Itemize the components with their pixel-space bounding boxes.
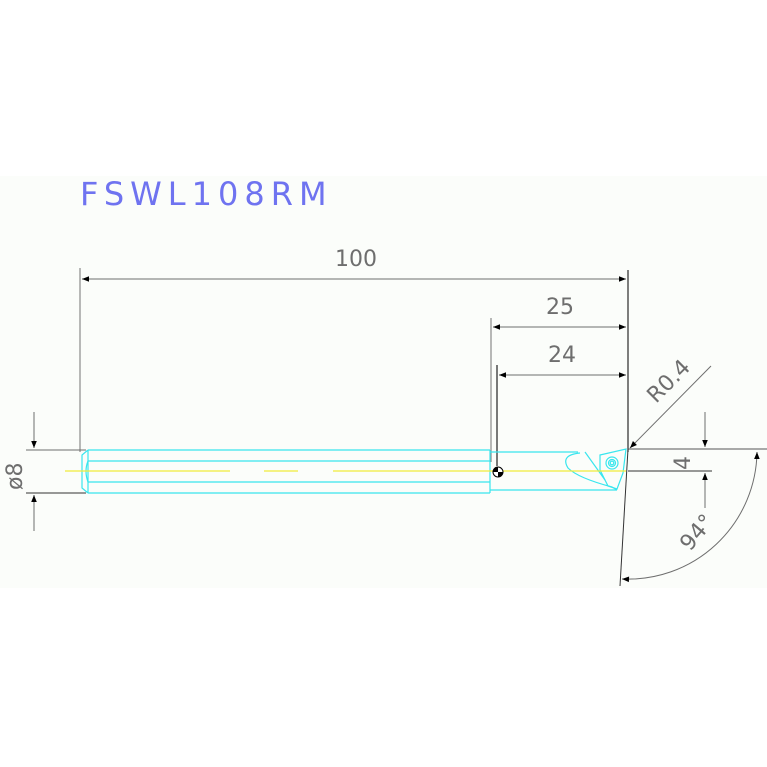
center-of-gravity-mark (492, 466, 504, 478)
approach-angle-label: 94° (675, 510, 719, 556)
dimension-24-label: 24 (548, 343, 576, 368)
corner-radius-callout: R0.4 (629, 355, 712, 449)
dimension-overall-length: 100 (79, 247, 629, 452)
part-number-title: FSWL108RM (80, 175, 333, 213)
dimension-diameter: ø8 (3, 412, 86, 531)
dimension-head-length-inner: 24 (496, 343, 626, 466)
dimension-diameter-label: ø8 (3, 463, 28, 490)
tip-offset-label: 4 (671, 456, 696, 470)
dimension-25-label: 25 (546, 295, 574, 320)
dimension-tip-offset: 4 (628, 412, 767, 508)
dimension-head-length: 25 (490, 295, 626, 462)
corner-radius-label: R0.4 (643, 355, 696, 408)
dimension-100-label: 100 (335, 247, 377, 272)
